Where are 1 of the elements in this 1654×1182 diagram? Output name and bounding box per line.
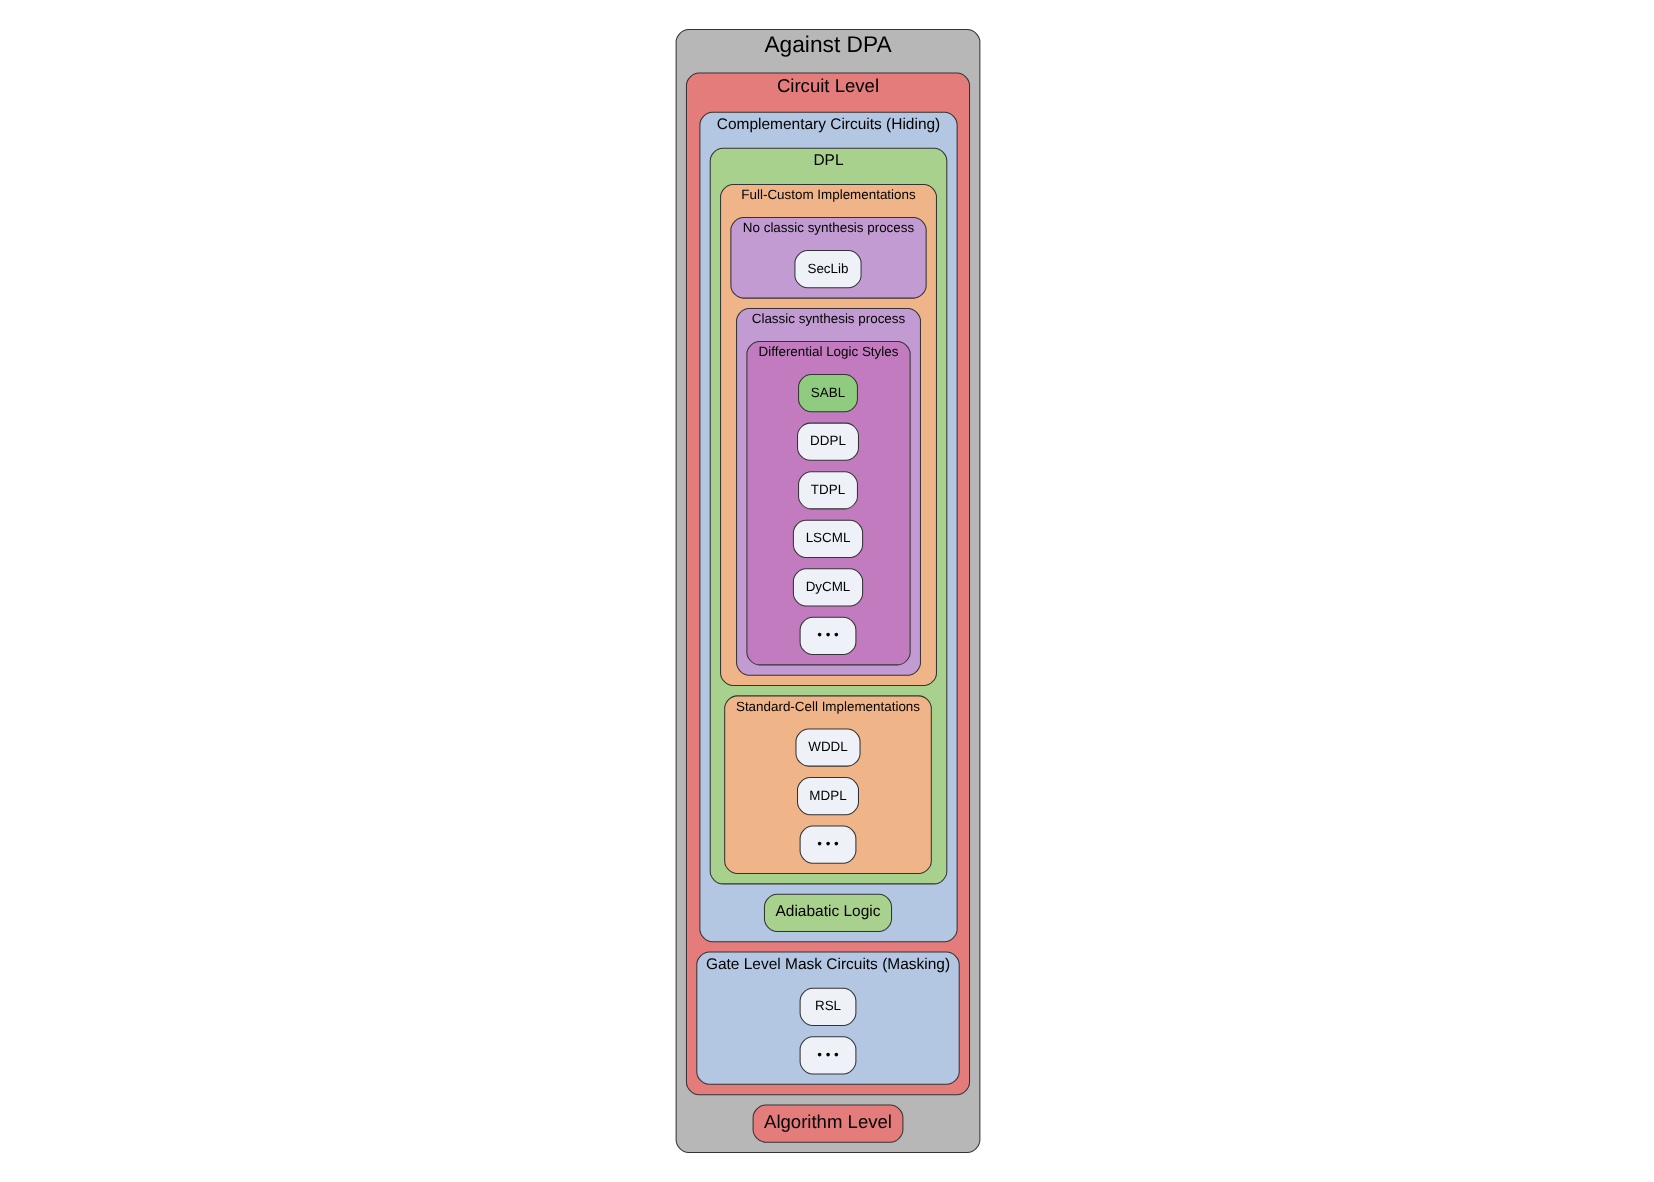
node-box: Algorithm Level	[751, 1104, 903, 1143]
